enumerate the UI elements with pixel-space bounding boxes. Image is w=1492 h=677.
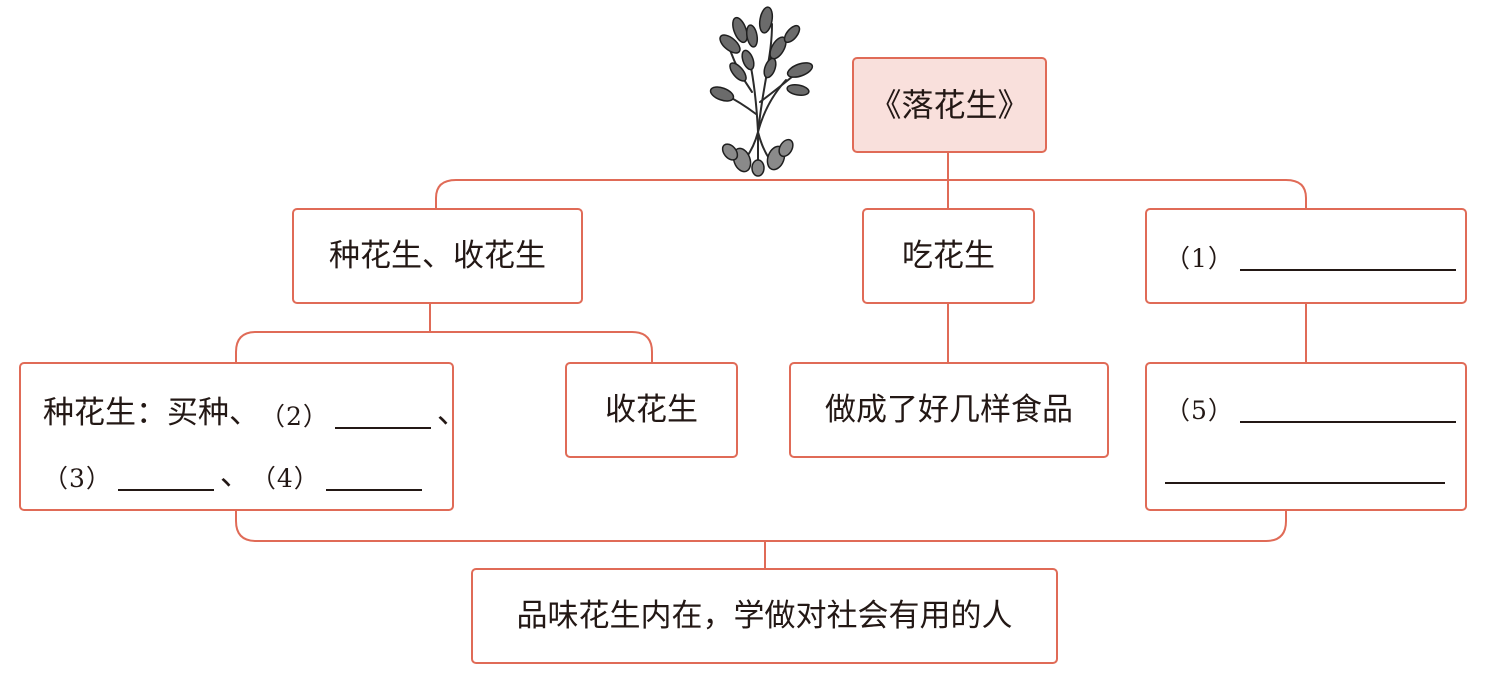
peanut-plant-icon	[709, 6, 814, 177]
blank-2-separator: 、	[436, 395, 468, 431]
blank-4-label: （4）	[250, 464, 320, 493]
blank-2-answer-line[interactable]	[334, 405, 431, 429]
blank-1-label: （1）	[1165, 244, 1234, 273]
conclusion-box: 品味花生内在，学做对社会有用的人	[471, 568, 1058, 664]
blank-3-separator: 、	[219, 457, 251, 493]
leaf-harvest: 收花生	[565, 362, 738, 458]
plant-steps-label: 种花生：买种、	[43, 395, 260, 431]
blank-3-answer-line[interactable]	[117, 467, 214, 491]
leaf-harvest-text: 收花生	[605, 391, 698, 428]
branch-plant-harvest-text: 种花生、收花生	[329, 237, 546, 274]
branch-eat: 吃花生	[862, 208, 1035, 304]
title-text: 《落花生》	[869, 86, 1030, 124]
branch-blank-1: （1）	[1145, 208, 1467, 304]
blank-5-answer-line[interactable]	[1239, 399, 1456, 423]
blank-2-label: （2）	[260, 402, 329, 431]
blank-4-answer-line[interactable]	[325, 467, 422, 491]
leaf-food-text: 做成了好几样食品	[825, 391, 1073, 428]
blank-5-label: （5）	[1165, 396, 1234, 425]
conclusion-text: 品味花生内在，学做对社会有用的人	[516, 597, 1013, 634]
title-box: 《落花生》	[852, 57, 1047, 153]
leaf-plant-steps: 种花生：买种、 （2） 、 （3） 、 （4）	[19, 362, 468, 511]
leaf-blank-5: （5）	[1145, 362, 1467, 511]
branch-plant-harvest: 种花生、收花生	[292, 208, 583, 304]
leaf-food: 做成了好几样食品	[789, 362, 1109, 458]
blank-1-answer-line[interactable]	[1239, 247, 1456, 271]
blank-5-answer-line-2[interactable]	[1165, 460, 1445, 484]
branch-eat-text: 吃花生	[902, 237, 995, 274]
blank-3-label: （3）	[43, 464, 112, 493]
